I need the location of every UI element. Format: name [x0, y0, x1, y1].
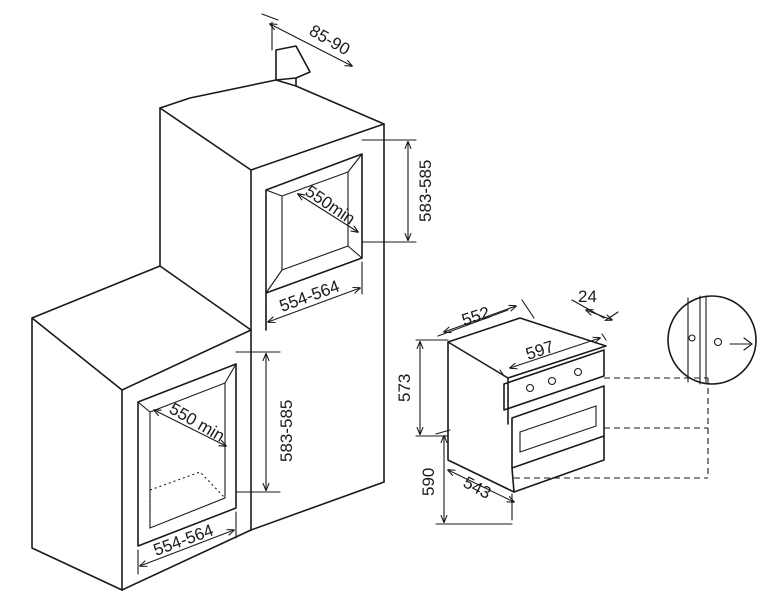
label-top-depth: 85-90 — [306, 21, 353, 59]
fixing-detail — [514, 295, 757, 479]
tall-cabinet — [159, 45, 385, 531]
label-upper-height: 583-585 — [416, 160, 435, 222]
base-cabinet — [31, 265, 252, 591]
upper-dimensions — [261, 13, 417, 331]
oven-dimensions — [415, 299, 619, 525]
label-oven-body-depth: 543 — [460, 473, 494, 503]
label-oven-front-height: 573 — [395, 374, 414, 402]
label-oven-width: 597 — [523, 337, 556, 364]
label-lower-height: 583-585 — [277, 400, 296, 462]
label-oven-total-height: 590 — [419, 468, 438, 496]
label-oven-panel: 24 — [578, 287, 597, 306]
lower-dimensions — [137, 351, 281, 575]
label-lower-width: 554-564 — [151, 521, 216, 560]
label-upper-width: 554-564 — [277, 277, 342, 316]
label-upper-depth: 550min — [302, 182, 359, 229]
label-lower-depth: 550 min — [166, 399, 228, 446]
label-oven-depth-top: 552 — [459, 303, 492, 330]
